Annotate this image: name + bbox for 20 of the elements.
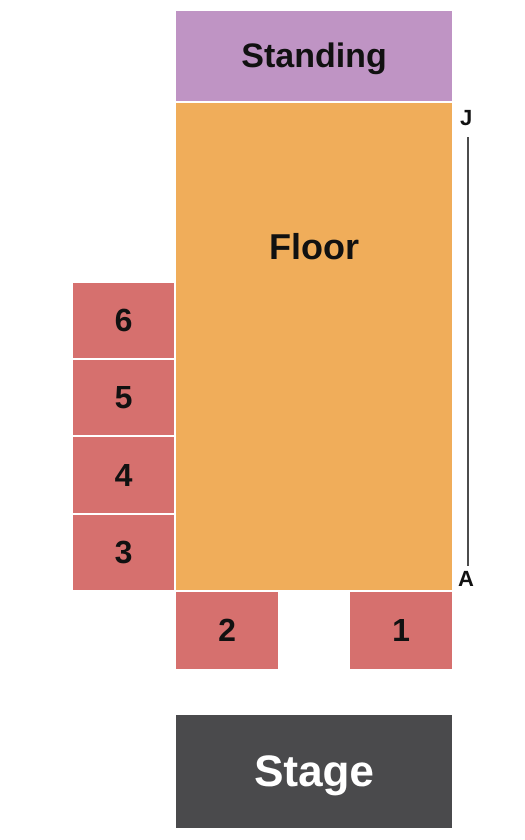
seating-section — [73, 437, 174, 513]
section-label: 1 — [392, 612, 410, 649]
section-label: Standing — [241, 36, 387, 76]
floor-section — [176, 103, 452, 590]
section-label: 6 — [114, 302, 132, 339]
section-label: 2 — [218, 612, 236, 649]
row-label: A — [458, 566, 474, 592]
seating-section — [73, 283, 174, 358]
standing-section — [176, 11, 452, 101]
section-label: 5 — [114, 379, 132, 416]
row-label: J — [460, 105, 472, 131]
seating-section — [73, 360, 174, 435]
section-label: 4 — [114, 456, 132, 494]
seating-section — [176, 592, 278, 669]
seating-section — [350, 592, 452, 669]
section-label: 3 — [114, 534, 132, 571]
stage — [176, 715, 452, 828]
section-label: Stage — [254, 746, 374, 796]
seating-section — [73, 515, 174, 590]
section-label: Floor — [269, 226, 359, 268]
